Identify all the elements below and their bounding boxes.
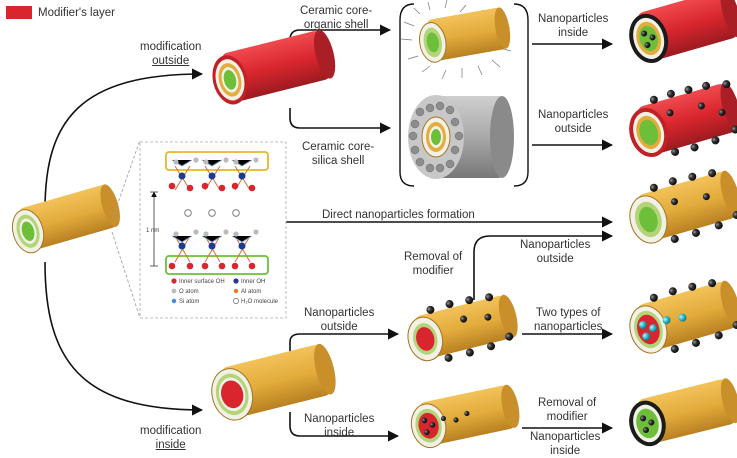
arrow-removal-modifier-mid xyxy=(473,230,614,300)
label-modification-inside: modification inside xyxy=(140,425,202,451)
label-two-types: Two types of nanoparticles xyxy=(534,307,603,333)
tube-modified-inside xyxy=(211,343,336,421)
tube-two-types xyxy=(629,279,737,354)
tube-np-outside-top xyxy=(629,80,737,158)
legend-label: Modifier's layer xyxy=(38,6,115,19)
inset-callout xyxy=(111,139,141,319)
tube-direct-formation xyxy=(629,169,737,244)
bracket-left xyxy=(399,3,415,187)
structure-inset: 1 nm Inner surface OH Inner OH O atom Al… xyxy=(139,141,287,319)
label-np-inside-top: Nanoparticles inside xyxy=(538,13,609,39)
arrow-start-to-outside xyxy=(44,68,204,211)
key-inner-oh: Inner OH xyxy=(241,279,265,285)
tube-modified-outside xyxy=(212,29,336,105)
key-h2o: H₂O molecule xyxy=(241,299,279,305)
arrow-to-np-outside-low xyxy=(289,328,400,352)
label-modification-outside: modification outside xyxy=(140,41,202,67)
tube-np-inside-top xyxy=(629,0,737,64)
label-ceramic-silica: Ceramic core- silica shell xyxy=(302,141,375,167)
tube-np-outside-low xyxy=(407,293,518,362)
tube-organic-shell xyxy=(400,0,512,80)
arrow-to-np-inside-low xyxy=(289,412,400,442)
legend: Modifier's layer xyxy=(6,6,115,19)
label-ceramic-organic: Ceramic core- organic shell xyxy=(300,5,373,31)
key-inner-surface-oh: Inner surface OH xyxy=(179,279,225,285)
shell-brackets xyxy=(399,3,529,187)
label-np-inside-low: Nanoparticles inside xyxy=(304,413,375,439)
key-si-atom: Si atom xyxy=(179,299,199,305)
halloysite-tube-start xyxy=(11,184,120,254)
arrow-to-silica-shell xyxy=(289,108,392,134)
tube-silica-shell xyxy=(408,95,514,179)
label-np-inside-bottom: Nanoparticles inside xyxy=(530,431,601,457)
tube-np-inside-low xyxy=(410,384,520,449)
scale-label: 1 nm xyxy=(146,228,159,234)
label-np-outside-top: Nanoparticles outside xyxy=(538,109,609,135)
legend-swatch-modifier xyxy=(6,6,32,19)
label-removal-modifier-mid: Removal of modifier xyxy=(404,251,463,277)
label-direct-formation: Direct nanoparticles formation xyxy=(322,209,475,221)
bracket-right xyxy=(513,3,529,187)
key-o-atom: O atom xyxy=(179,289,199,295)
label-np-outside-mid: Nanoparticles outside xyxy=(520,239,591,265)
arrow-start-to-inside xyxy=(44,261,204,416)
label-np-outside-low: Nanoparticles outside xyxy=(304,307,375,333)
tube-np-inside-bottom xyxy=(629,378,737,447)
key-al-atom: Al atom xyxy=(241,289,261,295)
label-removal-modifier-low: Removal of modifier xyxy=(538,397,597,423)
